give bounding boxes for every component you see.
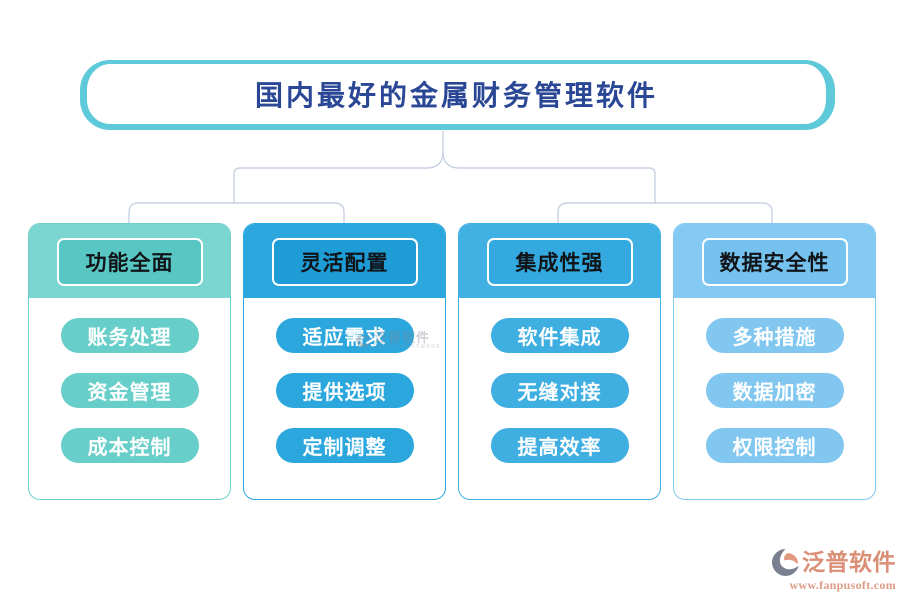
feature-pill-label: 定制调整 bbox=[302, 437, 387, 459]
watermark: 泛普软件 FANPU SOFTWARE bbox=[356, 331, 441, 350]
group-header-label: 数据安全性 bbox=[719, 251, 830, 275]
feature-pill-label: 适应需求 bbox=[302, 327, 387, 349]
group-card-features: 功能全面 账务处理 资金管理 成本控制 bbox=[28, 223, 231, 500]
root-node: 国内最好的金属财务管理软件 bbox=[80, 60, 835, 130]
feature-pill-label: 资金管理 bbox=[87, 382, 172, 404]
group-header: 灵活配置 bbox=[271, 238, 418, 286]
feature-pill: 账务处理 bbox=[60, 318, 199, 353]
connector-root-right bbox=[442, 151, 656, 203]
feature-pill: 软件集成 bbox=[490, 318, 629, 353]
connector-root-left bbox=[233, 131, 444, 203]
connector-branch-left bbox=[128, 202, 345, 223]
group-header: 数据安全性 bbox=[701, 238, 848, 286]
footer-url: www.fanpusoft.com bbox=[789, 578, 896, 592]
feature-pill-label: 成本控制 bbox=[87, 437, 172, 459]
feature-pill: 成本控制 bbox=[60, 428, 199, 463]
feature-pill: 数据加密 bbox=[705, 373, 844, 408]
feature-pill: 适应需求 bbox=[275, 318, 414, 353]
group-header: 集成性强 bbox=[486, 238, 633, 286]
feature-pill-label: 权限控制 bbox=[732, 437, 817, 459]
page-title: 国内最好的金属财务管理软件 bbox=[254, 81, 658, 112]
feature-pill: 定制调整 bbox=[275, 428, 414, 463]
group-card-integration: 集成性强 软件集成 无缝对接 提高效率 bbox=[458, 223, 661, 500]
feature-pill-label: 软件集成 bbox=[517, 327, 602, 349]
feature-pill: 提供选项 bbox=[275, 373, 414, 408]
footer-logo: 泛普软件 www.fanpusoft.com bbox=[764, 548, 896, 591]
feature-pill: 多种措施 bbox=[705, 318, 844, 353]
feature-pill: 无缝对接 bbox=[490, 373, 629, 408]
feature-pill: 资金管理 bbox=[60, 373, 199, 408]
group-card-flexibility: 灵活配置 适应需求 提供选项 定制调整 bbox=[243, 223, 446, 500]
feature-pill-label: 数据加密 bbox=[732, 382, 817, 404]
connector-branch-right bbox=[557, 202, 773, 223]
feature-pill: 权限控制 bbox=[705, 428, 844, 463]
footer-brand-name: 泛普软件 bbox=[802, 550, 896, 575]
group-header-label: 集成性强 bbox=[515, 251, 604, 275]
watermark-subtitle: FANPU SOFTWARE bbox=[374, 344, 442, 350]
fanpu-logo-icon bbox=[356, 333, 371, 348]
feature-pill-label: 多种措施 bbox=[732, 327, 817, 349]
group-header-label: 灵活配置 bbox=[300, 251, 389, 275]
feature-pill: 提高效率 bbox=[490, 428, 629, 463]
feature-pill-label: 账务处理 bbox=[87, 327, 172, 349]
feature-pill-label: 无缝对接 bbox=[517, 382, 602, 404]
feature-pill-label: 提供选项 bbox=[302, 382, 387, 404]
group-header: 功能全面 bbox=[56, 238, 203, 286]
group-card-security: 数据安全性 多种措施 数据加密 权限控制 bbox=[673, 223, 876, 500]
fanpu-logo-icon bbox=[772, 549, 799, 576]
group-header-label: 功能全面 bbox=[85, 251, 174, 275]
watermark-brand: 泛普软件 bbox=[374, 330, 431, 345]
feature-pill-label: 提高效率 bbox=[517, 437, 602, 459]
